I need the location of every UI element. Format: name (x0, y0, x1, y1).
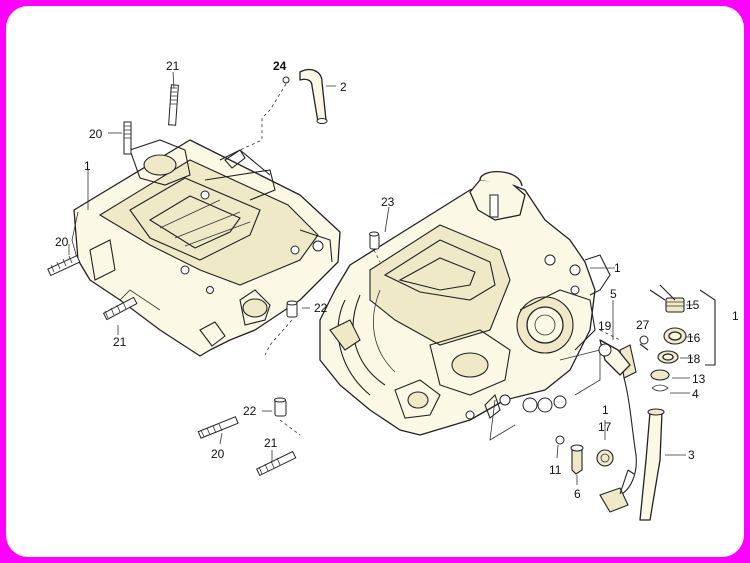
callout-5: 5 (610, 287, 617, 301)
callout-20-low: 20 (211, 447, 225, 461)
callout-2: 2 (340, 80, 347, 94)
callout-27: 27 (636, 318, 650, 332)
callout-21-top: 21 (166, 59, 180, 73)
callout-1-low: 1 (602, 403, 609, 417)
right-crankcase-half (319, 170, 611, 436)
leader-lines (68, 71, 693, 485)
stud-bolts (47, 84, 297, 477)
oil-seal-stack (639, 284, 716, 392)
shift-shaft-parts (555, 339, 665, 521)
callout-20-top: 20 (89, 127, 103, 141)
dowel-pins (274, 231, 380, 417)
callout-15: 15 (686, 298, 700, 312)
callout-21-low: 21 (264, 436, 278, 450)
callout-21-left: 21 (113, 335, 127, 349)
callout-1-group: 1 (732, 309, 739, 323)
callout-20-left: 20 (55, 235, 69, 249)
callout-16: 16 (687, 331, 701, 345)
callout-3: 3 (688, 448, 695, 462)
breather-hose (239, 68, 328, 151)
callout-1-left: 1 (84, 159, 91, 173)
callout-11: 11 (549, 463, 562, 477)
callout-1-right: 1 (614, 261, 621, 275)
exploded-parts-diagram: 21 24 2 20 1 23 20 21 22 1 5 15 19 27 16… (47, 59, 739, 521)
callout-labels: 21 24 2 20 1 23 20 21 22 1 5 15 19 27 16… (55, 59, 739, 501)
callout-22-low: 22 (243, 404, 257, 418)
callout-23: 23 (381, 195, 395, 209)
callout-18: 18 (687, 352, 701, 366)
callout-24: 24 (273, 59, 287, 73)
diagram-frame: 21 24 2 20 1 23 20 21 22 1 5 15 19 27 16… (6, 6, 744, 557)
callout-17: 17 (598, 420, 612, 434)
callout-13: 13 (692, 372, 706, 386)
callout-4: 4 (692, 387, 699, 401)
callout-22-mid: 22 (314, 301, 328, 315)
alignment-lines (264, 249, 621, 441)
callout-6: 6 (574, 487, 581, 501)
callout-19: 19 (598, 319, 612, 333)
left-crankcase-half (71, 139, 341, 357)
